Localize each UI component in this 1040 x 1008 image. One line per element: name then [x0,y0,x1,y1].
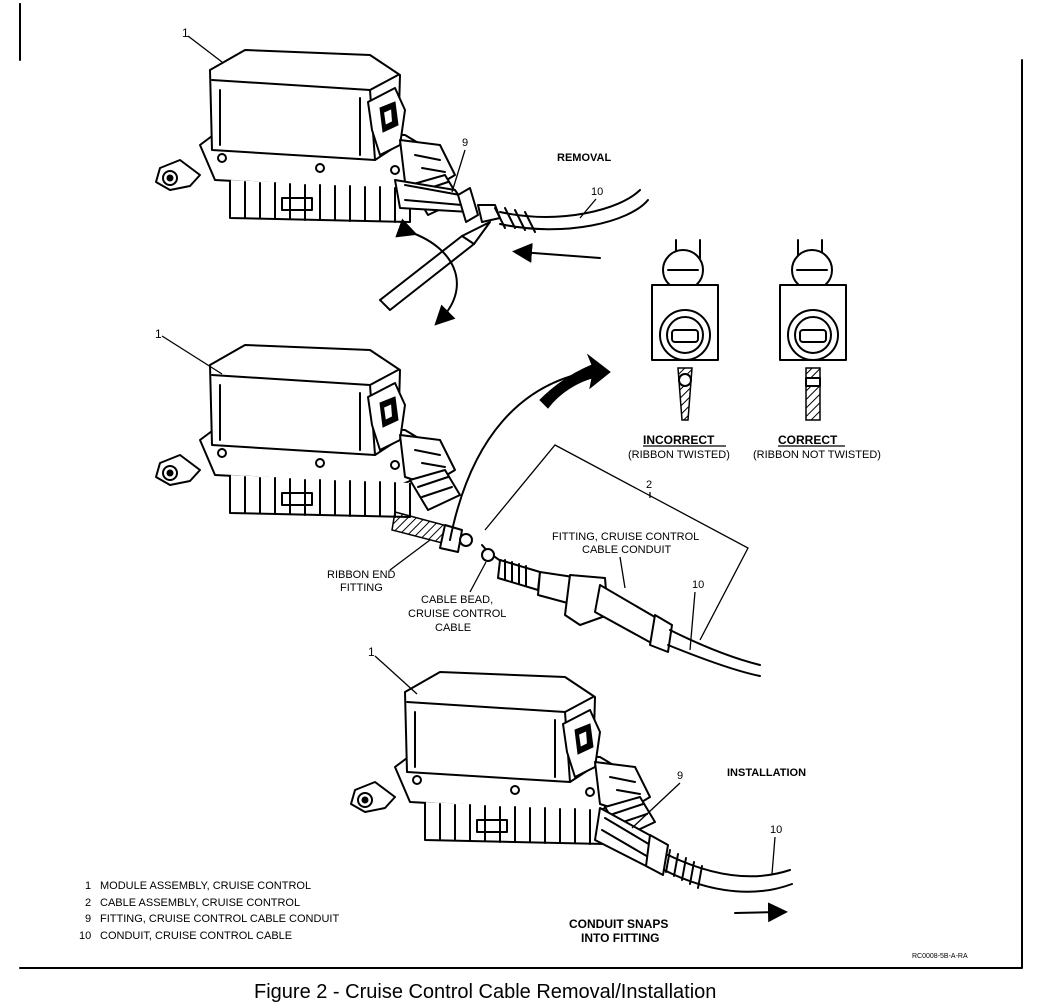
ribbon-end-fitting-label-2: FITTING [340,582,383,594]
legend-num-2: 2 [85,897,91,909]
incorrect-detail: INCORRECT (RIBBON TWISTED) [628,239,730,461]
installation-callout-1: 1 [368,645,375,659]
installation-callout-9: 9 [677,770,683,782]
installation-view: 1 9 10 INSTALLATION CONDUIT SNAPS INTO F… [350,645,806,945]
incorrect-title: INCORRECT [643,433,715,447]
middle-callout-2: 2 [646,479,652,491]
correct-detail: CORRECT (RIBBON NOT TWISTED) [753,239,881,461]
removal-callout-1: 1 [182,26,189,40]
correct-note: (RIBBON NOT TWISTED) [753,449,881,461]
figure-caption: Figure 2 - Cruise Control Cable Removal/… [254,981,716,1003]
legend-num-4: 10 [79,930,91,942]
removal-view: 1 9 10 REMOVAL [155,26,649,326]
module-assembly-middle [155,344,461,518]
middle-callout-1: 1 [155,327,162,341]
installation-note-1: CONDUIT SNAPS [569,917,668,931]
legend-text-1: MODULE ASSEMBLY, CRUISE CONTROL [100,880,311,892]
ribbon-end-fitting-label-1: RIBBON END [327,569,396,581]
legend-num-1: 1 [85,880,91,892]
removal-callout-10: 10 [591,186,603,198]
legend-text-3: FITTING, CRUISE CONTROL CABLE CONDUIT [100,913,339,925]
conduit-fitting-label-1: FITTING, CRUISE CONTROL [552,531,699,543]
middle-callout-10: 10 [692,579,704,591]
legend-num-3: 9 [85,913,91,925]
installation-note-2: INTO FITTING [581,931,659,945]
incorrect-note: (RIBBON TWISTED) [628,449,730,461]
cable-bead-label-3: CABLE [435,622,471,634]
conduit-fitting-label-2: CABLE CONDUIT [582,544,672,556]
middle-view: 1 RIBBON END FITTING CABLE BEAD, CRUISE … [155,239,881,677]
cable-bead-label-2: CRUISE CONTROL [408,608,506,620]
removal-callout-9: 9 [462,137,468,149]
installation-title: INSTALLATION [727,767,806,779]
correct-title: CORRECT [778,433,838,447]
cable-bead-label-1: CABLE BEAD, [421,594,493,606]
legend: 1 MODULE ASSEMBLY, CRUISE CONTROL 2 CABL… [79,880,339,942]
installation-callout-10: 10 [770,824,782,836]
legend-text-2: CABLE ASSEMBLY, CRUISE CONTROL [100,897,300,909]
removal-title: REMOVAL [557,152,611,164]
legend-text-4: CONDUIT, CRUISE CONTROL CABLE [100,930,292,942]
reference-code: RC0008-5B-A-RA [912,953,968,960]
